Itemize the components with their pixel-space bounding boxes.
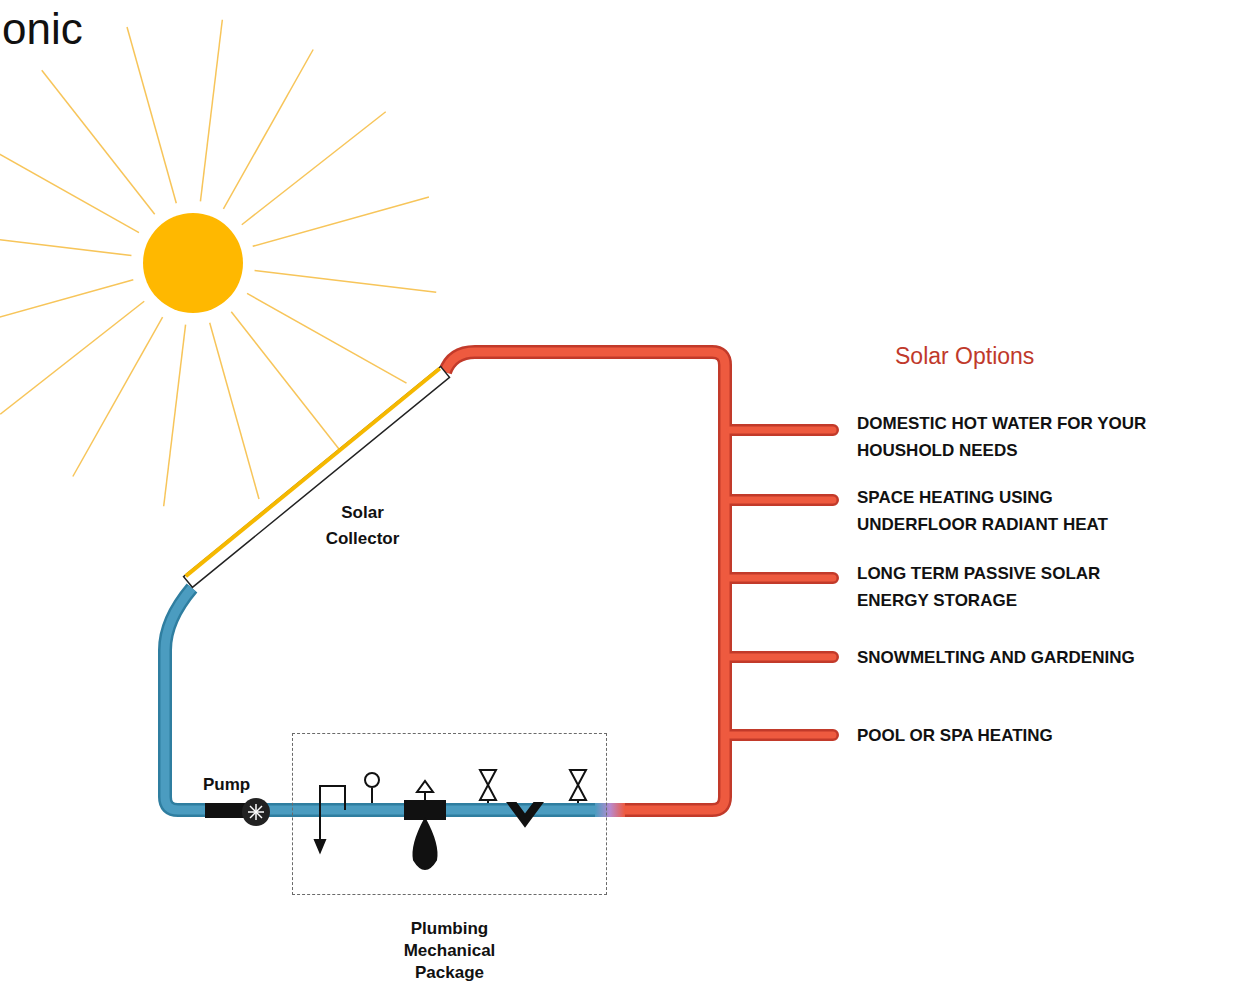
slide-title: onic [2, 4, 83, 54]
solar-collector [184, 367, 450, 588]
plumbing-symbols [315, 770, 586, 869]
equipment-package: Plumbing Mechanical Package [292, 733, 607, 984]
hot-pipe [445, 352, 833, 810]
cold-pipe [165, 588, 625, 817]
part-label: Pump [203, 775, 250, 795]
option-label: POOL OR SPA HEATING [857, 724, 1053, 748]
pump-symbol [205, 798, 270, 826]
option-label: DOMESTIC HOT WATER FOR YOUR HOUSHOLD NEE… [857, 410, 1157, 464]
option-label: LONG TERM PASSIVE SOLAR ENERGY STORAGE [857, 560, 1157, 614]
part-label: Solar Collector [305, 500, 420, 552]
option-label: SNOWMELTING AND GARDENING [857, 646, 1135, 670]
option-label: SPACE HEATING USING UNDERFLOOR RADIANT H… [857, 484, 1157, 538]
dashed-outline [292, 733, 607, 895]
package-label: Plumbing Mechanical Package [385, 918, 515, 984]
sun [143, 213, 243, 313]
section-heading: Solar Options [895, 342, 1034, 370]
